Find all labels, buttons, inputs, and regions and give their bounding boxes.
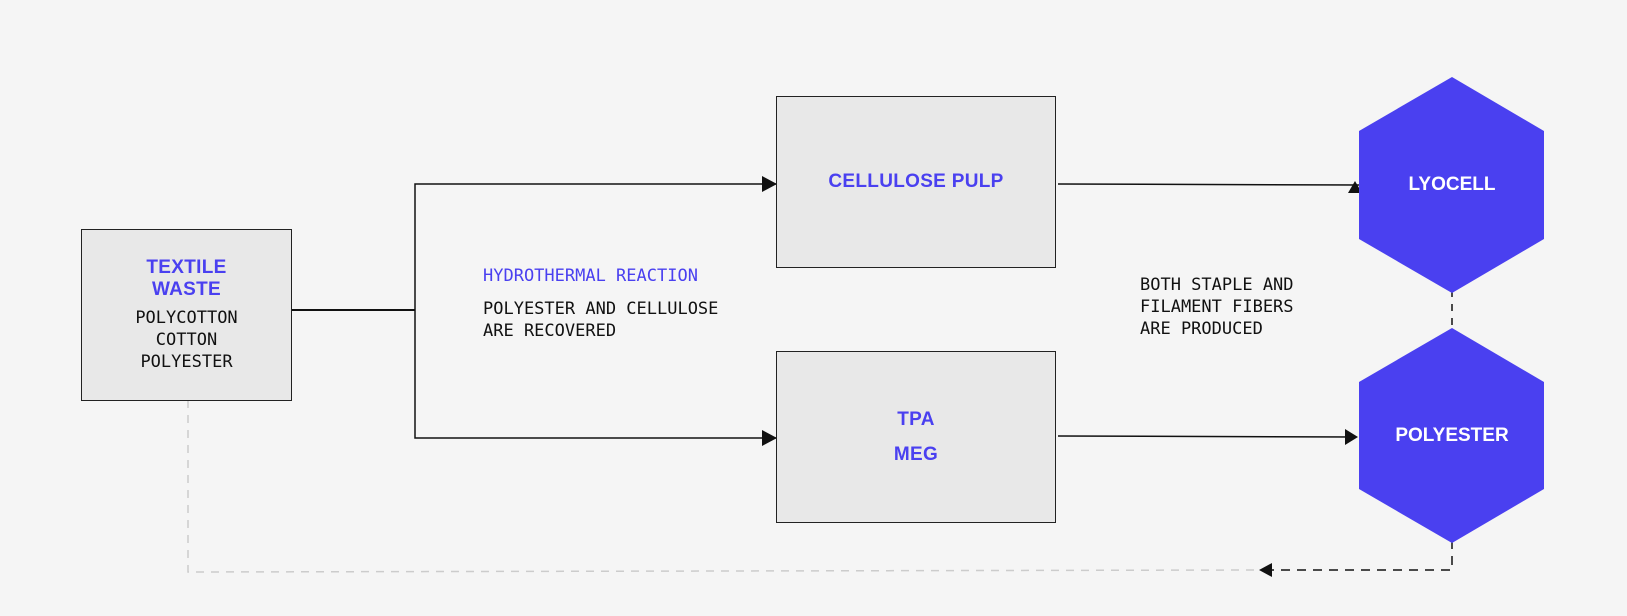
cellulose-pulp-box: CELLULOSE PULP xyxy=(776,96,1056,268)
polyester-label: POLYESTER xyxy=(1395,425,1509,446)
polyester-hexagon xyxy=(1359,328,1544,543)
polyester-arrowhead xyxy=(1345,429,1358,445)
meg-label: MEG xyxy=(893,443,939,465)
cellulose-pulp-label: CELLULOSE PULP xyxy=(828,171,1004,192)
textile-waste-box: TEXTILE WASTE POLYCOTTON COTTON POLYESTE… xyxy=(81,229,292,401)
recycle-loop-dark xyxy=(1262,540,1453,571)
process-name: HYDROTHERMAL REACTION xyxy=(483,266,698,286)
tpa-meg-to-polyester-arrow xyxy=(1057,435,1357,438)
process-description: POLYESTER AND CELLULOSE ARE RECOVERED xyxy=(483,299,719,341)
textile-waste-item: POLYESTER xyxy=(140,352,233,372)
lyocell-label: LYOCELL xyxy=(1408,174,1496,195)
recycle-loop-light xyxy=(187,400,1263,573)
textile-waste-item: POLYCOTTON xyxy=(135,308,238,328)
recycle-loop-arrowhead xyxy=(1259,563,1272,577)
textile-waste-title: TEXTILE WASTE xyxy=(146,257,227,300)
tpa-meg-arrowhead xyxy=(762,430,777,446)
tpa-meg-box: TPA MEG xyxy=(776,351,1056,523)
lyocell-arrowhead xyxy=(1348,181,1362,193)
lyocell-hexagon xyxy=(1359,77,1544,293)
split-connector xyxy=(414,183,776,439)
textile-waste-item: COTTON xyxy=(155,330,218,350)
cellulose-arrowhead xyxy=(762,176,777,192)
cellulose-to-lyocell-arrow xyxy=(1057,183,1363,186)
tpa-label: TPA xyxy=(897,408,935,430)
fibers-note: BOTH STAPLE AND FILAMENT FIBERS ARE PROD… xyxy=(1140,275,1294,339)
